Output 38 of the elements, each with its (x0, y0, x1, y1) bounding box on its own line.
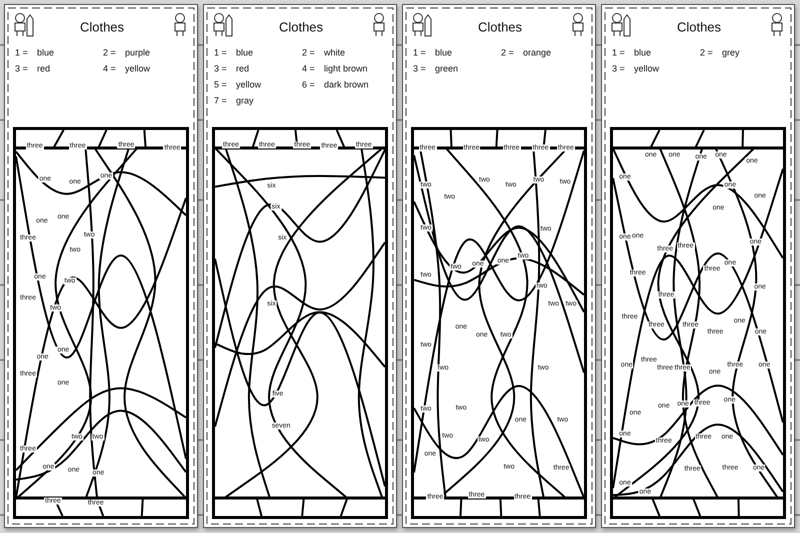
page-title: Clothes (278, 20, 324, 34)
page-title: Clothes (478, 20, 522, 34)
page-title: Clothes (676, 20, 722, 34)
key-color-word: red (236, 64, 250, 74)
key-number: 3 = (612, 64, 625, 74)
key-color-word: blue (435, 48, 452, 58)
key-color-word: blue (634, 48, 652, 58)
key-number: 5 = (214, 80, 227, 90)
key-color-word: light brown (324, 64, 368, 74)
key-color-word: yellow (125, 64, 150, 74)
key-number: 2 = (103, 48, 116, 58)
key-color-word: red (37, 64, 50, 74)
key-number: 6 = (302, 80, 315, 90)
key-number: 1 = (612, 48, 625, 58)
key-color-word: purple (125, 48, 150, 58)
key-color-word: dark brown (324, 80, 369, 90)
key-number: 3 = (15, 64, 28, 74)
key-number: 4 = (302, 64, 315, 74)
key-color-word: grey (722, 48, 740, 58)
key-number: 1 = (413, 48, 426, 58)
key-number: 1 = (214, 48, 227, 58)
key-number: 2 = (501, 48, 514, 58)
key-number: 2 = (700, 48, 713, 58)
key-color-word: gray (236, 96, 254, 106)
key-number: 7 = (214, 96, 227, 106)
key-color-word: yellow (634, 64, 660, 74)
key-color-word: yellow (236, 80, 262, 90)
key-number: 1 = (15, 48, 28, 58)
key-number: 2 = (302, 48, 315, 58)
key-color-word: green (435, 64, 458, 74)
key-number: 4 = (103, 64, 116, 74)
key-number: 3 = (214, 64, 227, 74)
key-number: 3 = (413, 64, 426, 74)
key-color-word: white (324, 48, 346, 58)
key-color-word: blue (37, 48, 54, 58)
key-color-word: orange (523, 48, 552, 58)
key-color-word: blue (236, 48, 254, 58)
page-title: Clothes (80, 20, 124, 34)
